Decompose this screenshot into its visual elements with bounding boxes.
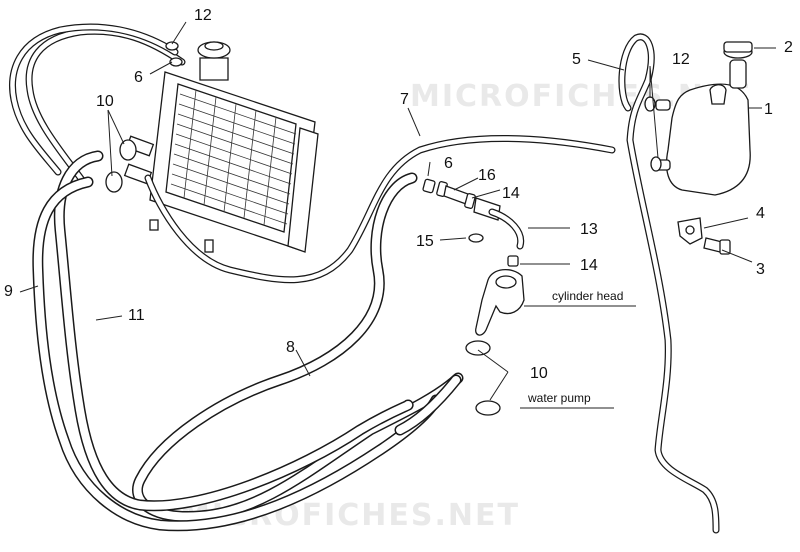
clamp-6-12-radiator bbox=[165, 41, 183, 67]
callout-16: 16 bbox=[478, 167, 496, 184]
overflow-hose-5 bbox=[9, 23, 186, 184]
callout-10-lower: 10 bbox=[530, 365, 548, 382]
callout-1: 1 bbox=[764, 101, 773, 118]
callout-8: 8 bbox=[286, 339, 295, 356]
callout-14-upper: 14 bbox=[502, 185, 520, 202]
clamp-10-radiator bbox=[105, 139, 137, 193]
clamp-10-lower bbox=[465, 340, 501, 416]
label-water-pump: water pump bbox=[527, 391, 591, 405]
radiator bbox=[123, 41, 319, 253]
hose-water-pump bbox=[394, 374, 462, 436]
callout-2: 2 bbox=[784, 39, 793, 56]
callout-4: 4 bbox=[756, 205, 765, 222]
leader-lines bbox=[19, 21, 776, 409]
callout-7: 7 bbox=[400, 91, 409, 108]
callout-5: 5 bbox=[572, 51, 581, 68]
cylinder-head-fitting bbox=[475, 269, 525, 336]
callout-10-radiator: 10 bbox=[96, 93, 114, 110]
hose-8 bbox=[132, 172, 464, 523]
breather-pipe bbox=[618, 33, 720, 534]
callout-12-radiator: 12 bbox=[194, 7, 212, 24]
hose-7 bbox=[144, 134, 616, 284]
fitting-assembly bbox=[422, 178, 525, 267]
callout-13: 13 bbox=[580, 221, 598, 238]
callout-14-lower: 14 bbox=[580, 257, 598, 274]
callout-11: 11 bbox=[128, 307, 145, 324]
callout-12-tank: 12 bbox=[672, 51, 690, 68]
hose-11 bbox=[53, 150, 414, 512]
bracket-4 bbox=[677, 217, 703, 245]
callout-6-radiator: 6 bbox=[134, 69, 143, 86]
expansion-tank bbox=[655, 41, 753, 196]
callout-9: 9 bbox=[4, 283, 13, 300]
hose-9 bbox=[32, 176, 442, 532]
callout-6-fitting: 6 bbox=[444, 155, 453, 172]
callout-15: 15 bbox=[416, 233, 434, 250]
label-cylinder-head: cylinder head bbox=[552, 289, 623, 303]
callout-3: 3 bbox=[756, 261, 765, 278]
